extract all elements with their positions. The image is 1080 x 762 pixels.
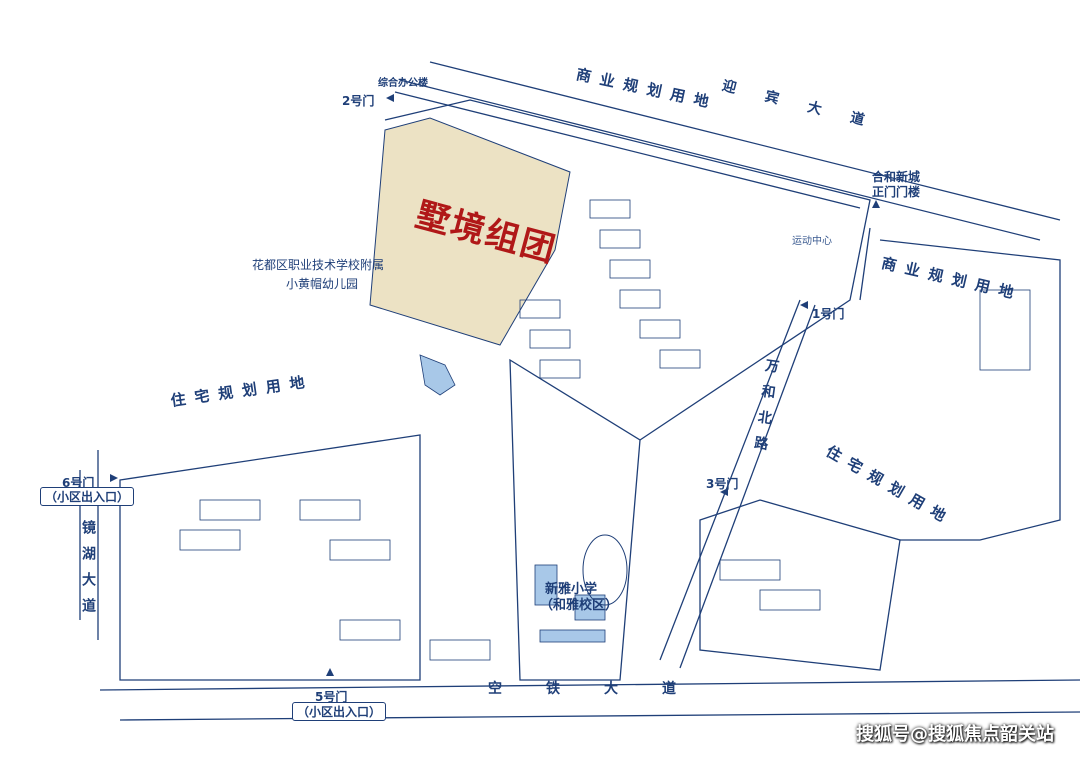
gate-6-note: （小区出入口） — [40, 487, 135, 506]
kindergarten-label-1: 花都区职业技术学校附属 — [252, 258, 385, 272]
hehe-gate-label: 合和新城 — [872, 170, 921, 184]
sports-track — [582, 534, 628, 606]
gate-3-label: 3号门 — [706, 477, 739, 491]
arrow-icon — [720, 488, 728, 496]
jinghu-road-label: 镜湖大道 — [80, 520, 96, 624]
gate-arrows — [110, 94, 880, 676]
arrow-icon — [386, 94, 394, 102]
school-label-1: 新雅小学 — [545, 582, 598, 597]
arrow-icon — [326, 668, 334, 676]
gate-5-label: 5号门 — [315, 690, 348, 704]
villa-zone-area — [369, 117, 571, 346]
gate-1-label: 1号门 — [812, 307, 845, 321]
school-label-2: （和雅校区） — [540, 598, 619, 613]
water-feature — [419, 354, 456, 396]
building-grid — [179, 199, 1031, 661]
kindergarten-label-2: 小黄帽幼儿园 — [286, 277, 359, 291]
watermark-text: 搜狐号@搜狐焦点韶关站 — [856, 724, 1054, 745]
school-block — [539, 629, 606, 643]
school-block — [534, 564, 558, 606]
gate-6-label: 6号门 — [62, 476, 95, 490]
road-network — [79, 61, 1080, 721]
activity-center-label: 运动中心 — [792, 236, 832, 247]
gate-2-label: 2号门 — [342, 94, 375, 108]
kongtie-road-label: 空铁大道 — [488, 681, 720, 697]
arrow-icon — [800, 301, 808, 309]
office-label: 综合办公楼 — [378, 78, 428, 89]
gate-5-note: （小区出入口） — [292, 702, 387, 721]
hehe-gate-label-2: 正门门楼 — [872, 185, 921, 199]
arrow-icon — [872, 200, 880, 208]
arrow-icon — [110, 474, 118, 482]
